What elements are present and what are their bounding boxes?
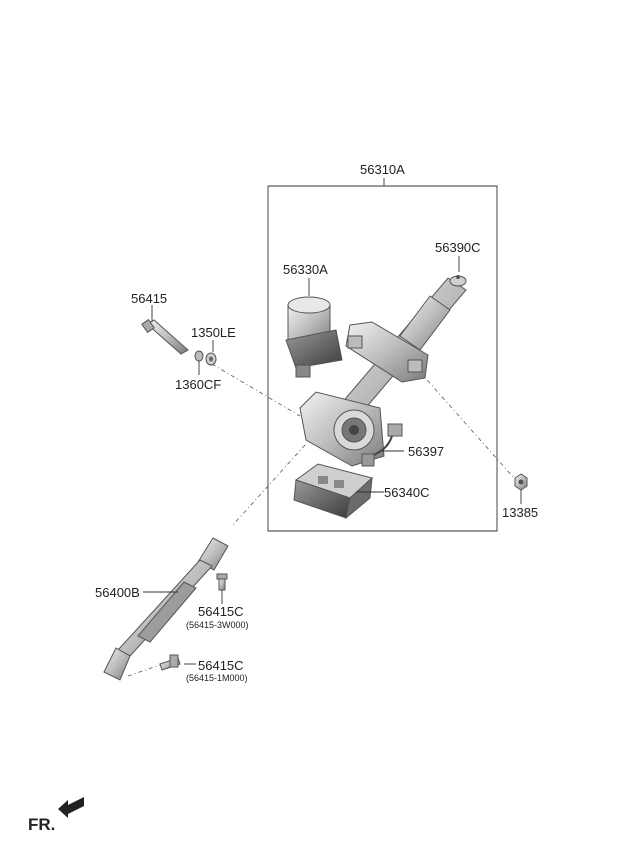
connector — [361, 423, 403, 467]
label-56415c-lower: 56415C — [198, 658, 244, 673]
sublabel-56415c-lower: (56415-1M000) — [186, 673, 248, 683]
bolt-c-upper — [216, 573, 228, 591]
assembly-bracket — [267, 178, 498, 532]
leader-lines — [143, 256, 522, 665]
motor — [285, 296, 343, 378]
label-1360cf: 1360CF — [175, 377, 221, 392]
label-56397: 56397 — [408, 444, 444, 459]
front-label: FR. — [28, 815, 55, 834]
washer-1360cf — [194, 350, 204, 362]
label-1350le: 1350LE — [191, 325, 236, 340]
label-56390c: 56390C — [435, 240, 481, 255]
ecu-module — [293, 463, 374, 520]
arrow-left-icon — [58, 797, 84, 818]
washer-1350le — [205, 352, 217, 366]
label-56330a: 56330A — [283, 262, 328, 277]
gear-housing — [299, 391, 385, 467]
intermediate-shaft — [103, 537, 229, 681]
sublabel-56415c-upper: (56415-3W000) — [186, 620, 249, 630]
bolt-c-lower — [159, 654, 181, 671]
bolt — [141, 318, 189, 355]
label-13385: 13385 — [502, 505, 538, 520]
column-bracket — [345, 321, 429, 383]
label-56415: 56415 — [131, 291, 167, 306]
label-56415c-upper: 56415C — [198, 604, 244, 619]
nut — [514, 473, 528, 491]
centerlines — [127, 363, 515, 677]
label-56400b: 56400B — [95, 585, 140, 600]
label-56310a: 56310A — [360, 162, 405, 177]
label-56340c: 56340C — [384, 485, 430, 500]
